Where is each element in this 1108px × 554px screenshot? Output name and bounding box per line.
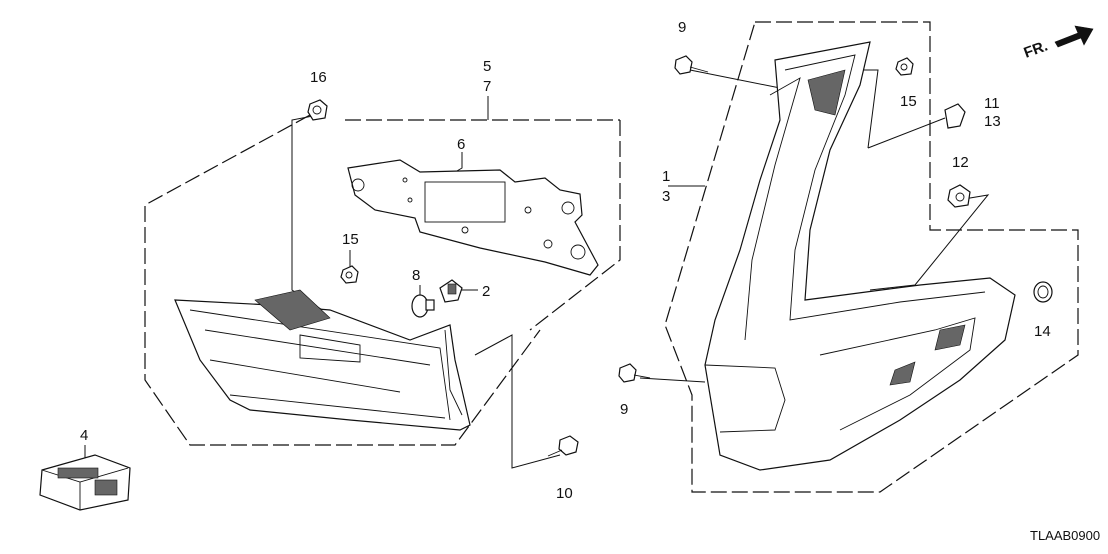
callout-5: 5: [483, 58, 491, 75]
outer-tail-light-part: [704, 41, 1016, 471]
diagram-code: TLAAB0900: [1030, 528, 1100, 543]
nut-part-16: [307, 99, 328, 121]
bulb-part-8: [411, 294, 435, 318]
callout-6: 6: [457, 136, 465, 153]
callout-12: 12: [952, 154, 969, 171]
clip-part-11: [944, 103, 966, 129]
mounting-bracket-part: [347, 159, 599, 276]
inner-lamp-assembly-outline: [144, 114, 621, 446]
control-module-part: [39, 454, 131, 511]
bolt-part-9-top: [674, 55, 709, 75]
outer-lamp-assembly-outline: [664, 21, 1079, 493]
callout-14: 14: [1034, 323, 1051, 340]
callout-16: 16: [310, 69, 327, 86]
grommet-part-14: [1033, 281, 1053, 303]
bolt-part-10: [547, 435, 579, 457]
callout-3: 3: [662, 188, 670, 205]
callout-2: 2: [482, 283, 490, 300]
front-direction-indicator: FR.: [1022, 25, 1094, 62]
callout-11: 11: [984, 95, 1000, 112]
callout-10: 10: [556, 485, 573, 502]
callout-1: 1: [662, 168, 670, 185]
nut-part-12: [947, 184, 971, 208]
inner-tail-light-part: [174, 289, 471, 431]
nut-part-15-right: [895, 57, 914, 76]
callout-7: 7: [483, 78, 491, 95]
callout-9-top: 9: [678, 19, 686, 36]
socket-part-2: [439, 279, 463, 303]
front-direction-label: FR.: [1022, 38, 1051, 62]
callout-15-left: 15: [342, 231, 359, 248]
front-direction-arrow-icon: [1054, 25, 1094, 48]
callout-numbers: 1 3 5 7 6 16 15 8 2 4 10 9 9 15 11 13 12…: [80, 19, 1051, 502]
callout-4: 4: [80, 427, 88, 444]
nut-part-15-left: [340, 265, 359, 284]
callout-9-bottom: 9: [620, 401, 628, 418]
callout-8: 8: [412, 267, 420, 284]
callout-15-right: 15: [900, 93, 917, 110]
callout-13: 13: [984, 113, 1001, 130]
bolt-part-9-bottom: [618, 363, 651, 383]
